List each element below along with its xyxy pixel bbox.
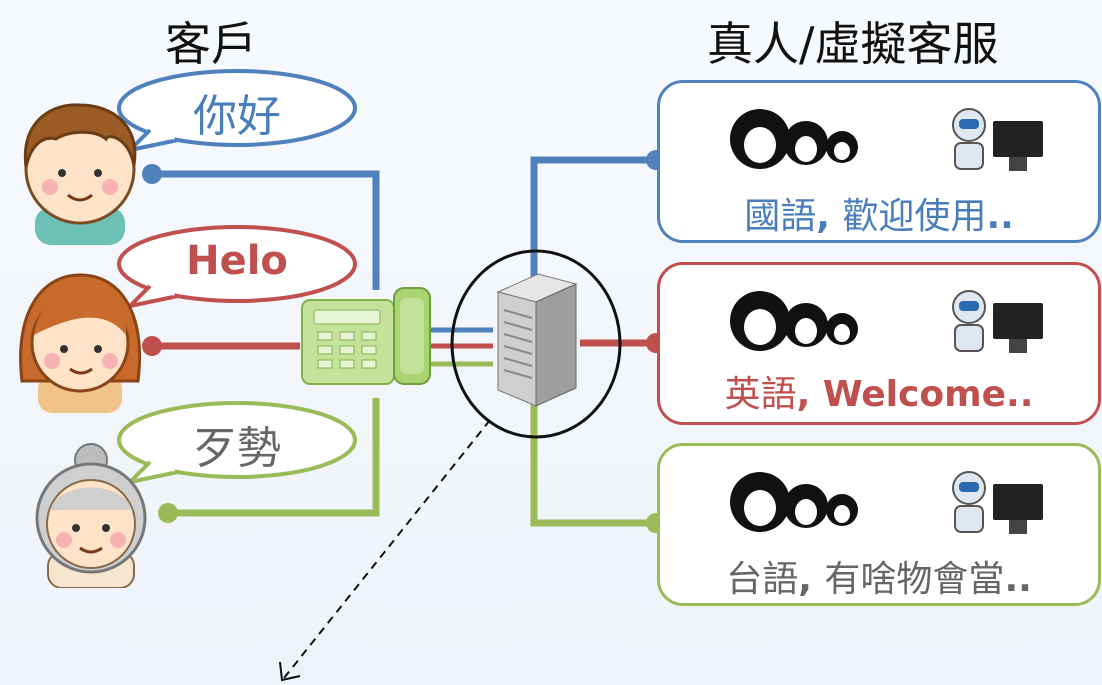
bubble-3: 歹勢 xyxy=(119,408,355,474)
customers-heading: 客戶 xyxy=(165,17,257,71)
robot-agent-icon xyxy=(945,283,1055,367)
boy-avatar-icon xyxy=(10,95,150,245)
server-highlight-ellipse xyxy=(450,249,622,439)
robot-agent-icon xyxy=(945,464,1055,548)
bubble-1-shape xyxy=(117,69,357,152)
green-customer-dot xyxy=(158,503,178,523)
robot-agent-icon xyxy=(945,101,1055,185)
telephone-icon xyxy=(300,286,434,386)
taiwanese-service-panel: 台語, 有啥物會當.. xyxy=(657,443,1101,606)
green-customer-line xyxy=(168,398,380,517)
girl-avatar-icon xyxy=(10,265,150,413)
server-icon xyxy=(488,270,584,410)
bubble-2: Helo xyxy=(119,232,355,296)
bubble-3-shape xyxy=(117,401,357,484)
blue-customer-dot xyxy=(142,164,162,184)
service-heading: 真人/虛擬客服 xyxy=(707,17,999,71)
mandarin-service-panel: 國語, 歡迎使用.. xyxy=(657,80,1101,243)
headset-agents-icon xyxy=(720,103,880,183)
taiwanese-panel-text: 台語, 有啥物會當.. xyxy=(726,559,1032,600)
english-panel-text: 英語, Welcome.. xyxy=(724,374,1034,415)
red-customer-dot xyxy=(142,336,162,356)
bubble-2-shape xyxy=(117,225,357,308)
english-service-panel: 英語, Welcome.. xyxy=(657,262,1101,425)
grandma-avatar-icon xyxy=(16,440,166,589)
bubble-2-text: Helo xyxy=(186,238,288,284)
headset-agents-icon xyxy=(720,285,880,365)
bubble-3-text: 歹勢 xyxy=(193,423,281,474)
bubble-1: 你好 xyxy=(119,76,355,142)
green-service-line xyxy=(530,400,656,527)
mandarin-panel-text: 國語, 歡迎使用.. xyxy=(744,196,1014,237)
blue-service-line xyxy=(530,156,656,292)
headset-agents-icon xyxy=(720,466,880,546)
bubble-1-text: 你好 xyxy=(193,91,281,142)
blue-customer-line xyxy=(152,170,380,290)
